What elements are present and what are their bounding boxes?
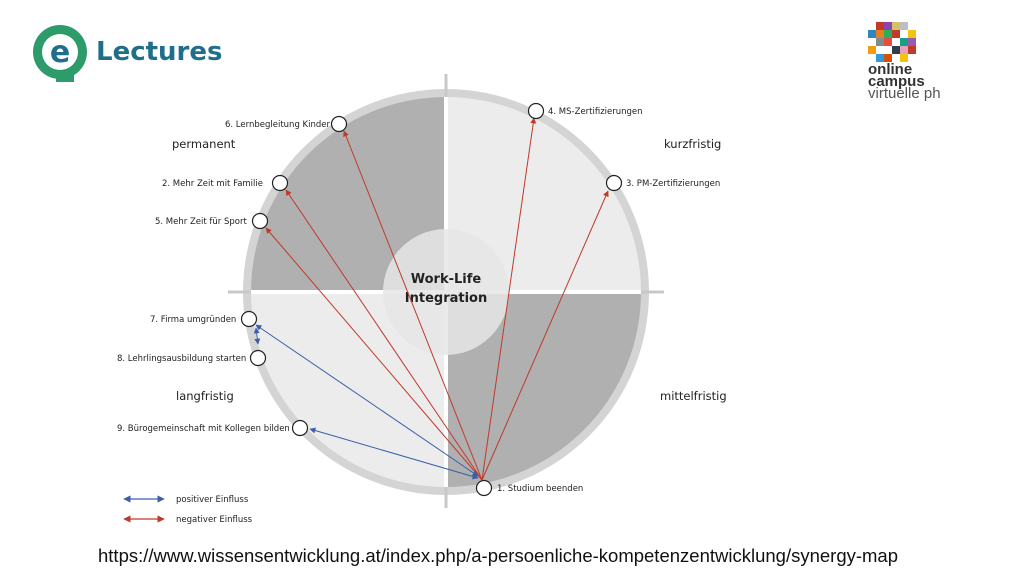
- quadrant-kurzfristig: [446, 97, 641, 292]
- node-label-8: 8. Lehrlingsausbildung starten: [117, 354, 246, 364]
- quadrant-mittelfristig: [446, 292, 641, 487]
- quadrant-label-kurzfristig: kurzfristig: [664, 137, 721, 151]
- node-1: [475, 479, 493, 497]
- node-6: [330, 115, 348, 133]
- legend: positiver Einfluss negativer Einfluss: [123, 495, 253, 525]
- node-5: [251, 212, 269, 230]
- online-campus-logo: online campus virtuelle ph: [862, 20, 992, 105]
- source-url: https://www.wissensentwicklung.at/index.…: [98, 545, 899, 566]
- node-label-7: 7. Firma umgründen: [150, 315, 236, 325]
- pixel-mosaic-icon: [868, 22, 916, 62]
- arrow-9-to-1: [309, 427, 479, 480]
- node-8: [249, 349, 267, 367]
- center-title-line1: Work-Life: [411, 272, 482, 287]
- arrow-1-to-4: [481, 117, 537, 481]
- node-label-5: 5. Mehr Zeit für Sport: [155, 217, 247, 227]
- node-label-1: 1. Studium beenden: [497, 484, 583, 494]
- legend-negative-label: negativer Einfluss: [176, 515, 253, 525]
- electures-logo: e Lectures: [28, 18, 248, 88]
- logo-letter: e: [50, 35, 70, 70]
- logo-line1: online: [868, 61, 912, 78]
- arrow-7-to-8: [253, 327, 261, 345]
- arrow-1-to-3: [481, 190, 609, 481]
- node-7: [240, 310, 258, 328]
- node-label-9: 9. Bürogemeinschaft mit Kollegen bilden: [117, 424, 290, 434]
- node-4: [527, 102, 545, 120]
- logo-text: Lectures: [96, 37, 222, 67]
- node-label-2: 2. Mehr Zeit mit Familie: [162, 179, 263, 189]
- logo-line3: virtuelle ph: [868, 85, 941, 102]
- quadrant-label-permanent: permanent: [172, 137, 236, 151]
- quadrant-permanent: [251, 97, 446, 292]
- quadrant-label-mittelfristig: mittelfristig: [660, 389, 727, 403]
- node-label-6: 6. Lernbegleitung Kinder: [225, 120, 330, 130]
- logo-line2: campus: [868, 73, 925, 90]
- node-9: [291, 419, 309, 437]
- node-label-4: 4. MS-Zertifizierungen: [548, 107, 643, 117]
- quadrant-label-langfristig: langfristig: [176, 389, 234, 403]
- center-title-line2: Integration: [405, 291, 487, 306]
- node-label-3: 3. PM-Zertifizierungen: [626, 179, 720, 189]
- legend-positive-label: positiver Einfluss: [176, 495, 249, 505]
- node-2: [271, 174, 289, 192]
- center-circle: [383, 229, 509, 355]
- node-3: [605, 174, 623, 192]
